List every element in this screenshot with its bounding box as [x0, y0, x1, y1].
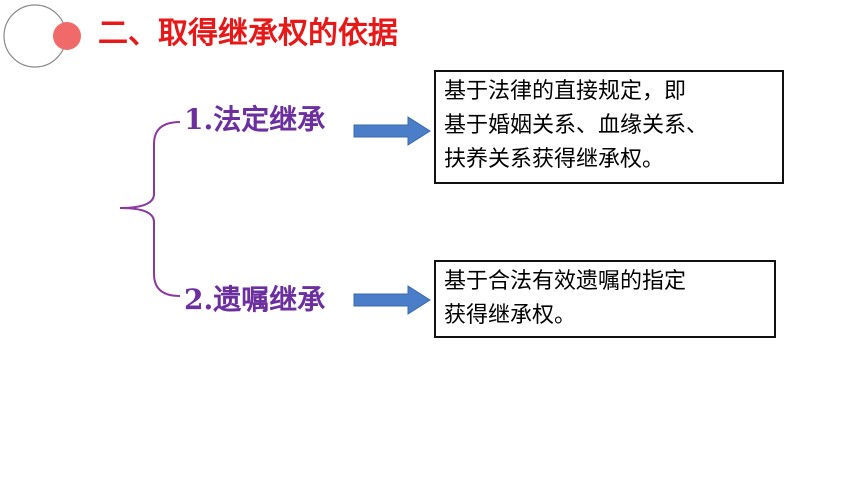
right-arrow-icon: [353, 285, 431, 315]
description-line: 基于合法有效遗嘱的指定: [444, 269, 687, 294]
branch-label-testamentary: 2.遗嘱继承: [184, 283, 326, 316]
description-box-testamentary: 基于合法有效遗嘱的指定 获得继承权。: [434, 260, 776, 338]
left-brace-icon: [119, 121, 181, 297]
right-arrow-icon: [353, 116, 431, 146]
description-line: 基于婚姻关系、血缘关系、: [444, 113, 709, 138]
description-line: 扶养关系获得继承权。: [444, 147, 665, 172]
decorative-circles-icon: [3, 4, 81, 68]
description-box-statutory: 基于法律的直接规定，即 基于婚姻关系、血缘关系、 扶养关系获得继承权。: [434, 70, 784, 184]
description-line: 基于法律的直接规定，即: [444, 79, 687, 104]
branch-label-statutory: 1.法定继承: [184, 103, 326, 136]
page-title: 二、取得继承权的依据: [98, 16, 398, 51]
description-line: 获得继承权。: [444, 303, 577, 328]
